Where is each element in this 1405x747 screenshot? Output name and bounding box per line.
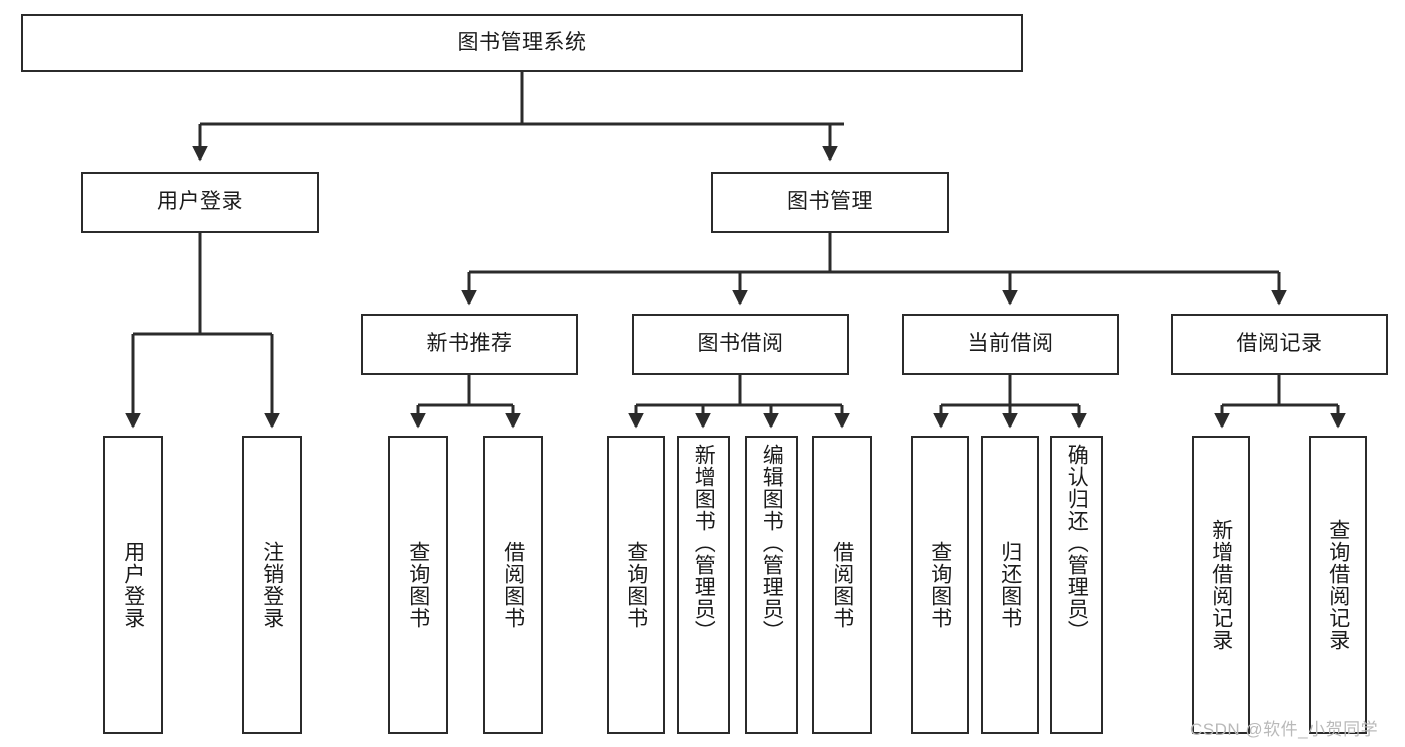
node-current-borrow[interactable]: 当前借阅 <box>902 314 1119 375</box>
node-book-manage-label: 图书管理 <box>787 190 873 214</box>
node-leaf-confirm-return[interactable]: 确认归还（管理员） <box>1050 436 1103 734</box>
node-leaf-query-book-2-label: 查询图书 <box>624 541 648 629</box>
node-borrow-record[interactable]: 借阅记录 <box>1171 314 1388 375</box>
node-new-book-recommend-label: 新书推荐 <box>426 332 513 356</box>
node-leaf-query-book-2[interactable]: 查询图书 <box>607 436 665 734</box>
node-book-manage[interactable]: 图书管理 <box>711 172 949 233</box>
node-leaf-borrow-book-2-label: 借阅图书 <box>830 541 854 629</box>
node-leaf-query-book-3[interactable]: 查询图书 <box>911 436 969 734</box>
node-current-borrow-label: 当前借阅 <box>967 332 1054 356</box>
node-leaf-user-login[interactable]: 用户登录 <box>103 436 163 734</box>
node-leaf-user-logout-label: 注销登录 <box>260 541 284 629</box>
node-leaf-confirm-return-label: 确认归还（管理员） <box>1065 444 1089 642</box>
node-user-login[interactable]: 用户登录 <box>81 172 319 233</box>
node-book-borrow-label: 图书借阅 <box>697 332 784 356</box>
node-user-login-label: 用户登录 <box>157 190 243 214</box>
node-leaf-user-login-label: 用户登录 <box>121 541 145 629</box>
node-leaf-add-book[interactable]: 新增图书（管理员） <box>677 436 730 734</box>
node-leaf-edit-book-label: 编辑图书（管理员） <box>760 444 784 642</box>
node-new-book-recommend[interactable]: 新书推荐 <box>361 314 578 375</box>
node-leaf-add-record[interactable]: 新增借阅记录 <box>1192 436 1250 734</box>
node-leaf-query-book-1[interactable]: 查询图书 <box>388 436 448 734</box>
node-root[interactable]: 图书管理系统 <box>21 14 1023 72</box>
node-leaf-borrow-book-1[interactable]: 借阅图书 <box>483 436 543 734</box>
node-leaf-add-book-label: 新增图书（管理员） <box>692 444 716 642</box>
node-leaf-borrow-book-2[interactable]: 借阅图书 <box>812 436 872 734</box>
node-leaf-edit-book[interactable]: 编辑图书（管理员） <box>745 436 798 734</box>
node-borrow-record-label: 借阅记录 <box>1236 332 1323 356</box>
node-book-borrow[interactable]: 图书借阅 <box>632 314 849 375</box>
node-leaf-query-book-1-label: 查询图书 <box>406 541 430 629</box>
node-root-label: 图书管理系统 <box>457 30 587 54</box>
node-leaf-return-book-label: 归还图书 <box>998 541 1022 629</box>
node-leaf-user-logout[interactable]: 注销登录 <box>242 436 302 734</box>
node-leaf-add-record-label: 新增借阅记录 <box>1209 519 1233 651</box>
node-leaf-query-record[interactable]: 查询借阅记录 <box>1309 436 1367 734</box>
node-leaf-borrow-book-1-label: 借阅图书 <box>501 541 525 629</box>
node-leaf-return-book[interactable]: 归还图书 <box>981 436 1039 734</box>
node-leaf-query-record-label: 查询借阅记录 <box>1326 519 1350 651</box>
node-leaf-query-book-3-label: 查询图书 <box>928 541 952 629</box>
